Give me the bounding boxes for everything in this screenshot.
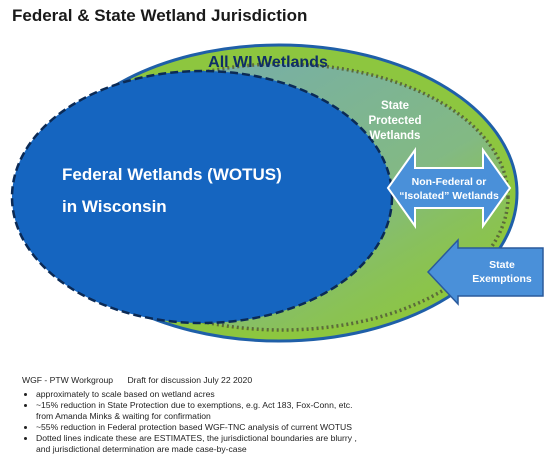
state-protected-line-1: State [381, 100, 409, 112]
note-item: approximately to scale based on wetland … [36, 389, 542, 400]
draft-label: Draft for discussion July 22 2020 [127, 375, 253, 385]
notes-header: WGF - PTW Workgroup Draft for discussion… [22, 375, 542, 386]
notes-list: approximately to scale based on wetland … [22, 389, 542, 455]
non-federal-line-2: “Isolated” Wetlands [399, 190, 499, 202]
federal-wetlands-line-2: in Wisconsin [62, 197, 167, 216]
note-item: ~15% reduction in State Protection due t… [36, 400, 542, 422]
federal-wetlands-label: Federal Wetlands (WOTUS) in Wisconsin [62, 165, 282, 216]
state-exemptions-arrow [426, 238, 544, 306]
note-item: ~55% reduction in Federal protection bas… [36, 422, 542, 433]
state-exemptions-line-2: Exemptions [472, 273, 532, 285]
page-title: Federal & State Wetland Jurisdiction [12, 6, 308, 25]
wetland-diagram: All WI Wetlands State Protected Wetlands… [10, 43, 544, 343]
state-exemptions-line-1: State [489, 259, 515, 271]
state-protected-line-3: Wetlands [370, 130, 421, 142]
federal-wetlands-line-1: Federal Wetlands (WOTUS) [62, 165, 282, 184]
state-exemptions-label: State Exemptions [472, 259, 532, 285]
note-item: Dotted lines indicate these are ESTIMATE… [36, 433, 542, 455]
state-protected-label: State Protected Wetlands [368, 100, 421, 142]
non-federal-line-1: Non-Federal or [412, 176, 487, 188]
notes-panel: WGF - PTW Workgroup Draft for discussion… [22, 375, 542, 455]
all-wi-wetlands-label: All WI Wetlands [208, 54, 328, 71]
non-federal-label: Non-Federal or “Isolated” Wetlands [399, 176, 499, 202]
workgroup-label: WGF - PTW Workgroup [22, 375, 114, 385]
non-federal-double-arrow [386, 146, 512, 230]
state-protected-line-2: Protected [368, 115, 421, 127]
federal-wetlands-ellipse [10, 69, 394, 325]
